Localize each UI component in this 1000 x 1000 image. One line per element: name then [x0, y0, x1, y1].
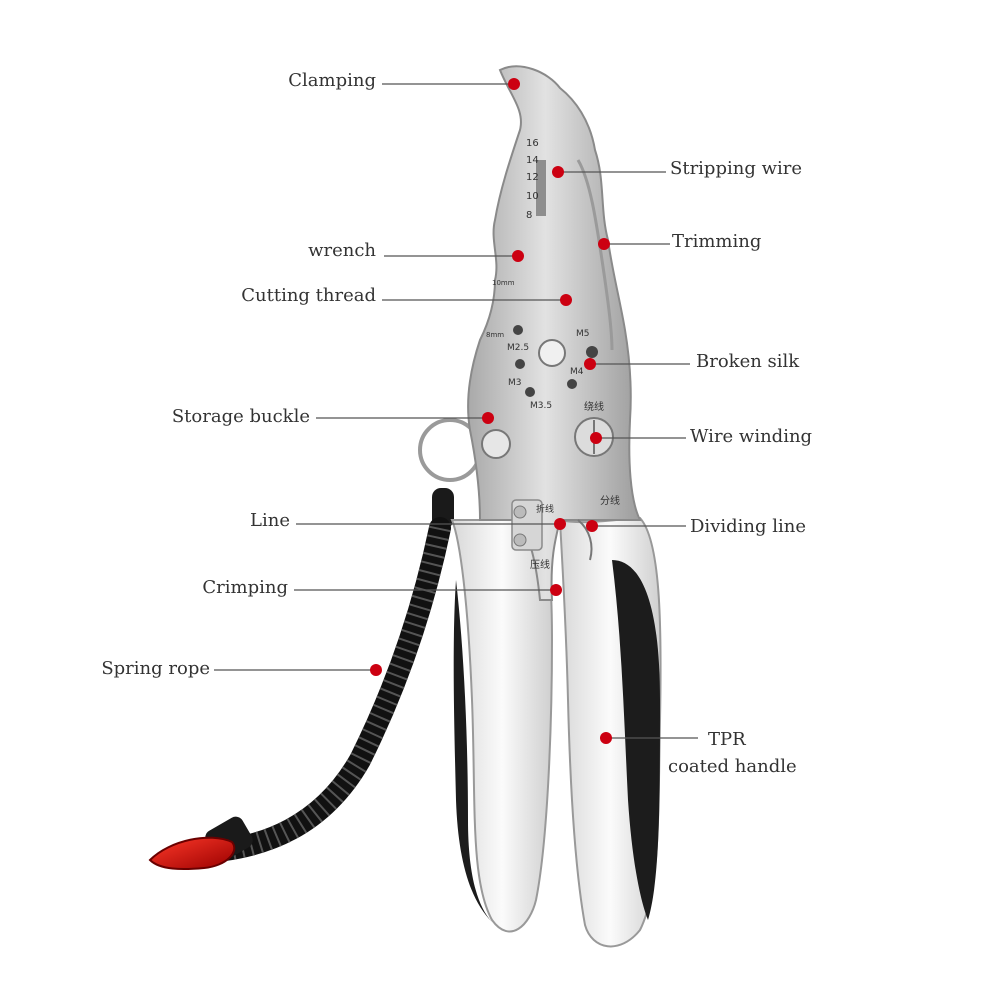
- right-handle-grip: [612, 560, 660, 920]
- marker-wire-winding: [590, 432, 602, 444]
- gauge-10: 10: [526, 191, 539, 202]
- mark-cn-crimping: 压线: [530, 558, 550, 571]
- marker-stripping-wire: [552, 166, 564, 178]
- line-plate-screw-2: [513, 533, 527, 547]
- leader-lines: [214, 83, 698, 739]
- callout-markers: [370, 78, 612, 744]
- marker-clamping: [508, 78, 520, 90]
- hole-m2-5: [515, 359, 525, 369]
- gauge-8: 8: [526, 210, 532, 221]
- marker-line: [554, 518, 566, 530]
- hole-m5: [586, 346, 598, 358]
- red-clip: [148, 836, 236, 870]
- label-tpr: TPR: [708, 729, 746, 750]
- label-cutting-thread: Cutting thread: [241, 285, 376, 306]
- mark-cn-dividing-line: 分线: [600, 494, 620, 507]
- spring-coil: [214, 517, 451, 861]
- label-wrench: wrench: [308, 240, 376, 261]
- label-dividing-line: Dividing line: [690, 516, 806, 537]
- label-stripping-wire: Stripping wire: [670, 158, 802, 179]
- gauge-12: 12: [526, 172, 539, 183]
- marker-wrench: [512, 250, 524, 262]
- trimming-edge: [576, 159, 614, 351]
- spring-rope-part: [148, 418, 482, 870]
- mark-8mm: 8mm: [486, 331, 504, 339]
- left-handle-grip: [453, 580, 492, 922]
- mark-10mm: 10mm: [492, 279, 515, 287]
- marker-cutting-thread: [560, 294, 572, 306]
- marker-crimping: [550, 584, 562, 596]
- storage-buckle-rivet: [481, 429, 511, 459]
- mark-m4: M4: [570, 367, 584, 377]
- label-trimming: Trimming: [672, 231, 762, 252]
- gauge-16: 16: [526, 138, 539, 149]
- label-wire-winding: Wire winding: [690, 426, 813, 447]
- gauge-slot: [536, 160, 546, 216]
- marker-storage-buckle: [482, 412, 494, 424]
- mark-cn-wire-winding: 绕线: [584, 400, 604, 413]
- label-broken-silk: Broken silk: [696, 351, 800, 372]
- hole-8mm: [513, 325, 523, 335]
- tool-markings: 16 14 12 10 8 10mm 8mm M2.5 M3 M3.5 M4 M…: [486, 138, 620, 571]
- left-handle: [450, 519, 554, 933]
- label-coated-handle: coated handle: [668, 756, 797, 777]
- mark-m3-5: M3.5: [530, 401, 552, 411]
- steel-head: [467, 65, 642, 601]
- marker-dividing-line: [586, 520, 598, 532]
- gauge-14: 14: [526, 155, 539, 166]
- marker-tpr-handle: [600, 732, 612, 744]
- hole-m4: [567, 379, 577, 389]
- label-crimping: Crimping: [202, 577, 288, 598]
- pivot-rivet: [538, 339, 566, 367]
- mark-m2-5: M2.5: [507, 343, 529, 353]
- mark-m5: M5: [576, 329, 590, 339]
- hole-m3: [525, 387, 535, 397]
- mark-m3: M3: [508, 378, 522, 388]
- mark-cn-line: 折线: [536, 503, 554, 515]
- label-storage-buckle: Storage buckle: [171, 406, 310, 427]
- dividing-line-notch: [577, 519, 593, 561]
- label-line: Line: [250, 510, 290, 531]
- marker-spring-rope: [370, 664, 382, 676]
- marker-trimming: [598, 238, 610, 250]
- marker-broken-silk: [584, 358, 596, 370]
- label-spring-rope: Spring rope: [101, 658, 210, 679]
- label-clamping: Clamping: [288, 70, 376, 91]
- handles: [450, 516, 662, 948]
- line-plate-screw-1: [513, 505, 527, 519]
